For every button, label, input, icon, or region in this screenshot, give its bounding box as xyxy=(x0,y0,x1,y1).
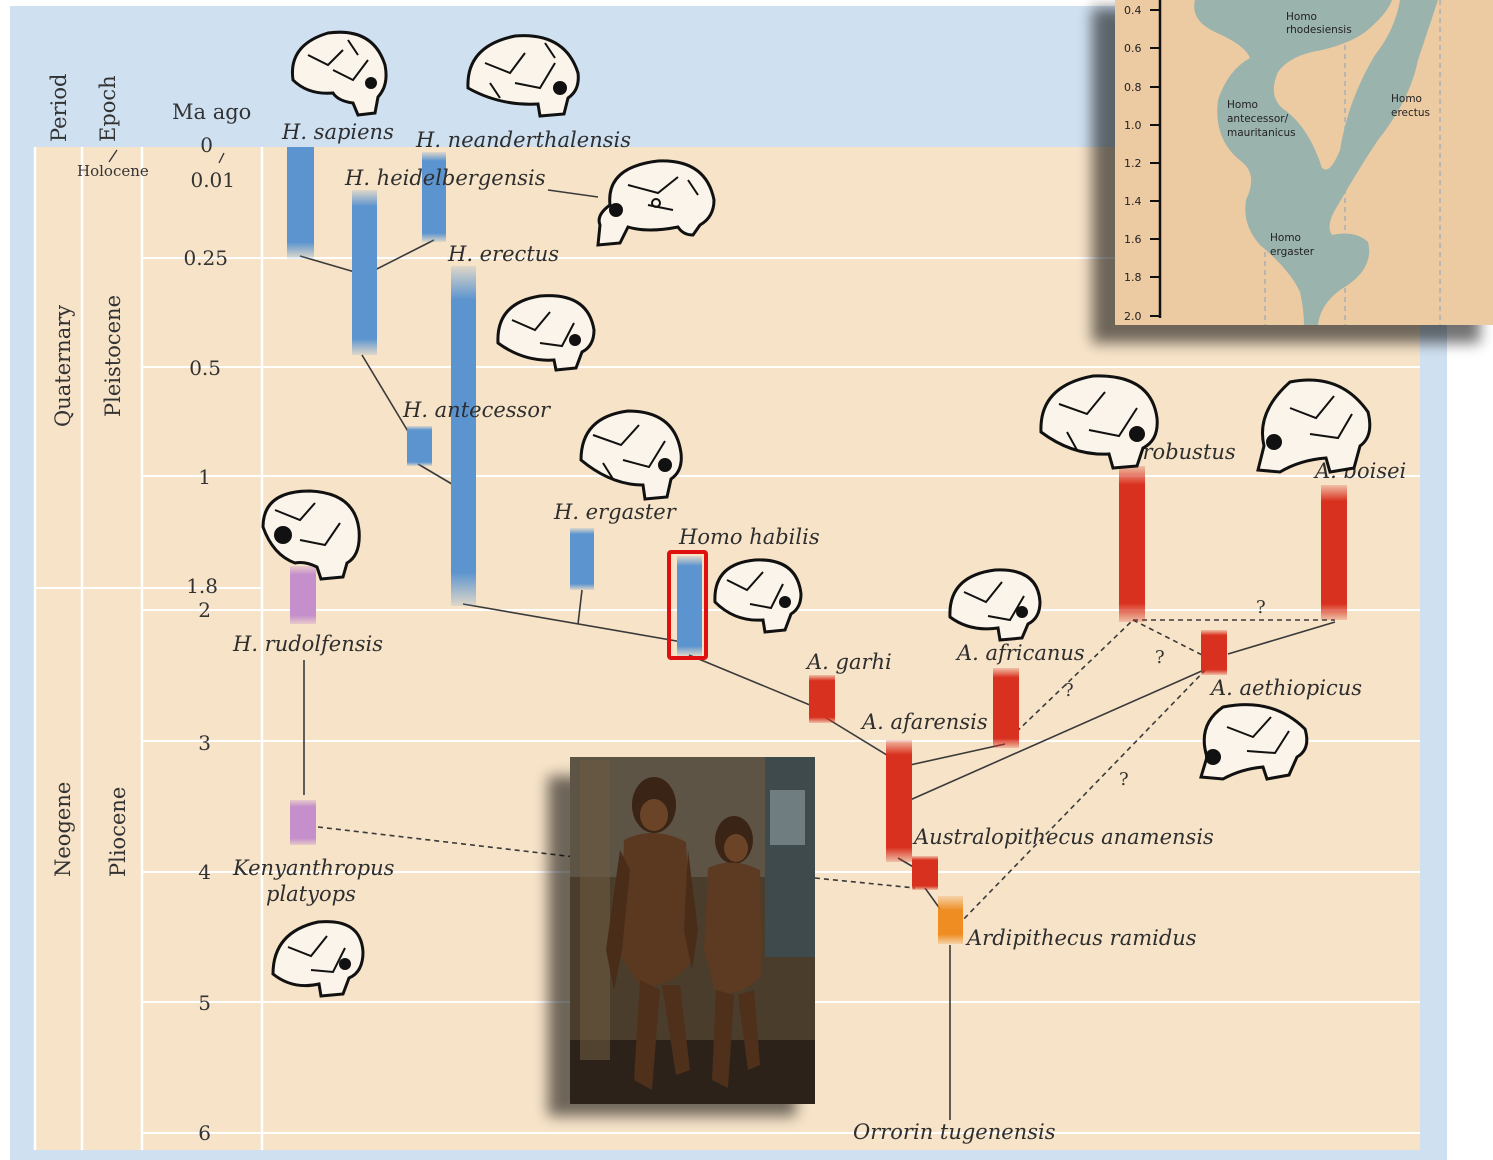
bar-a-aethiopicus xyxy=(1201,630,1227,675)
bar-a-garhi xyxy=(809,675,835,723)
label-a-garhi: A. garhi xyxy=(807,650,892,674)
epoch-pleistocene: Pleistocene xyxy=(101,307,125,417)
label-kenyanthropus-2: platyops xyxy=(266,882,356,906)
inset-chart xyxy=(1115,0,1493,325)
skull-a-boisei-icon xyxy=(1250,372,1375,477)
skull-homo-habilis-icon xyxy=(705,552,805,637)
inset-label-antecessor-3: mauritanicus xyxy=(1227,127,1296,140)
skull-a-africanus-icon xyxy=(940,562,1044,644)
bar-homo-habilis xyxy=(677,556,702,656)
skull-h-neanderthalensis-icon xyxy=(460,28,585,120)
tick-6: 6 xyxy=(151,1121,211,1145)
question-mark: ? xyxy=(1119,769,1129,790)
skull-h-erectus-icon xyxy=(490,288,598,376)
tick-0-01: 0.01 xyxy=(175,168,235,192)
epoch-pliocene: Pliocene xyxy=(106,787,130,877)
bar-ardipithecus xyxy=(938,896,963,944)
inset-label-rhodesiensis-1: Homo xyxy=(1286,11,1317,24)
inset-label-erectus-2: erectus xyxy=(1391,107,1430,120)
inset-label-antecessor-2: antecessor/ xyxy=(1227,113,1288,126)
bar-kenyanthropus xyxy=(290,800,316,845)
bar-a-africanus xyxy=(993,668,1019,748)
skull-h-rudolfensis-icon xyxy=(255,485,365,583)
tick-1: 1 xyxy=(151,465,211,489)
inset-tick-2-0: 2.0 xyxy=(1124,310,1142,323)
label-a-afarensis: A. afarensis xyxy=(862,710,988,734)
tick-0-25: 0.25 xyxy=(168,246,228,270)
bar-h-ergaster xyxy=(570,528,594,590)
inset-tick-0-8: 0.8 xyxy=(1124,81,1142,94)
label-a-africanus: A. africanus xyxy=(957,641,1085,665)
bar-h-antecessor xyxy=(407,426,432,466)
inset-tick-0-4: 0.4 xyxy=(1124,4,1142,17)
label-h-neanderthalensis: H. neanderthalensis xyxy=(416,128,631,152)
label-kenyanthropus-1: Kenyanthropus xyxy=(233,856,394,880)
label-homo-habilis: Homo habilis xyxy=(679,525,820,549)
bar-h-sapiens xyxy=(287,147,314,259)
inset-tick-1-2: 1.2 xyxy=(1124,157,1142,170)
inset-label-erectus-1: Homo xyxy=(1391,93,1422,106)
question-mark: ? xyxy=(1256,597,1266,618)
inset-label-ergaster-1: Homo xyxy=(1270,232,1301,245)
period-header: Period xyxy=(47,72,71,142)
tick-1-8: 1.8 xyxy=(158,574,218,598)
tick-2: 2 xyxy=(151,598,211,622)
inset-tick-1-0: 1.0 xyxy=(1124,119,1142,132)
label-h-sapiens: H. sapiens xyxy=(282,120,394,144)
inset-tick-1-4: 1.4 xyxy=(1124,195,1142,208)
tick-0-5: 0.5 xyxy=(161,356,221,380)
label-orrorin: Orrorin tugenensis xyxy=(853,1120,1055,1144)
tick-3: 3 xyxy=(151,731,211,755)
museum-photo xyxy=(570,757,815,1104)
bar-a-robustus xyxy=(1119,466,1145,622)
tick-4: 4 xyxy=(151,860,211,884)
label-h-rudolfensis: H. rudolfensis xyxy=(233,632,383,656)
bar-a-afarensis xyxy=(886,740,912,862)
epoch-holocene: Holocene xyxy=(77,162,149,180)
skull-a-aethiopicus-icon xyxy=(1193,695,1313,783)
period-quaternary: Quaternary xyxy=(51,297,75,427)
inset-tick-1-8: 1.8 xyxy=(1124,271,1142,284)
epoch-header: Epoch xyxy=(96,72,120,142)
period-neogene: Neogene xyxy=(51,787,75,877)
inset-label-ergaster-2: ergaster xyxy=(1270,246,1314,259)
bar-a-boisei xyxy=(1321,485,1347,620)
bar-h-heidelbergensis xyxy=(352,190,377,355)
skull-h-sapiens-icon xyxy=(283,25,393,120)
inset-label-antecessor-1: Homo xyxy=(1227,99,1258,112)
bar-au-anamensis xyxy=(912,856,938,890)
question-mark: ? xyxy=(1064,680,1074,701)
skull-h-ergaster-icon xyxy=(573,405,688,505)
tick-5: 5 xyxy=(151,991,211,1015)
ma-ago-header: Ma ago xyxy=(172,100,251,124)
label-h-heidelbergensis: H. heidelbergensis xyxy=(345,166,546,190)
inset-tick-1-6: 1.6 xyxy=(1124,233,1142,246)
inset-label-rhodesiensis-2: rhodesiensis xyxy=(1286,24,1352,37)
label-au-anamensis: Australopithecus anamensis xyxy=(914,825,1214,849)
skull-h-heidelbergensis-icon xyxy=(588,155,718,250)
skull-a-robustus-icon xyxy=(1033,370,1161,472)
label-ardipithecus: Ardipithecus ramidus xyxy=(967,926,1197,950)
inset-tick-0-6: 0.6 xyxy=(1124,42,1142,55)
bar-h-erectus xyxy=(451,266,476,606)
tick-0: 0 xyxy=(153,133,213,157)
label-h-erectus: H. erectus xyxy=(448,242,559,266)
skull-kenyanthropus-icon xyxy=(263,912,368,1000)
label-h-antecessor: H. antecessor xyxy=(403,398,550,422)
question-mark: ? xyxy=(1155,647,1165,668)
